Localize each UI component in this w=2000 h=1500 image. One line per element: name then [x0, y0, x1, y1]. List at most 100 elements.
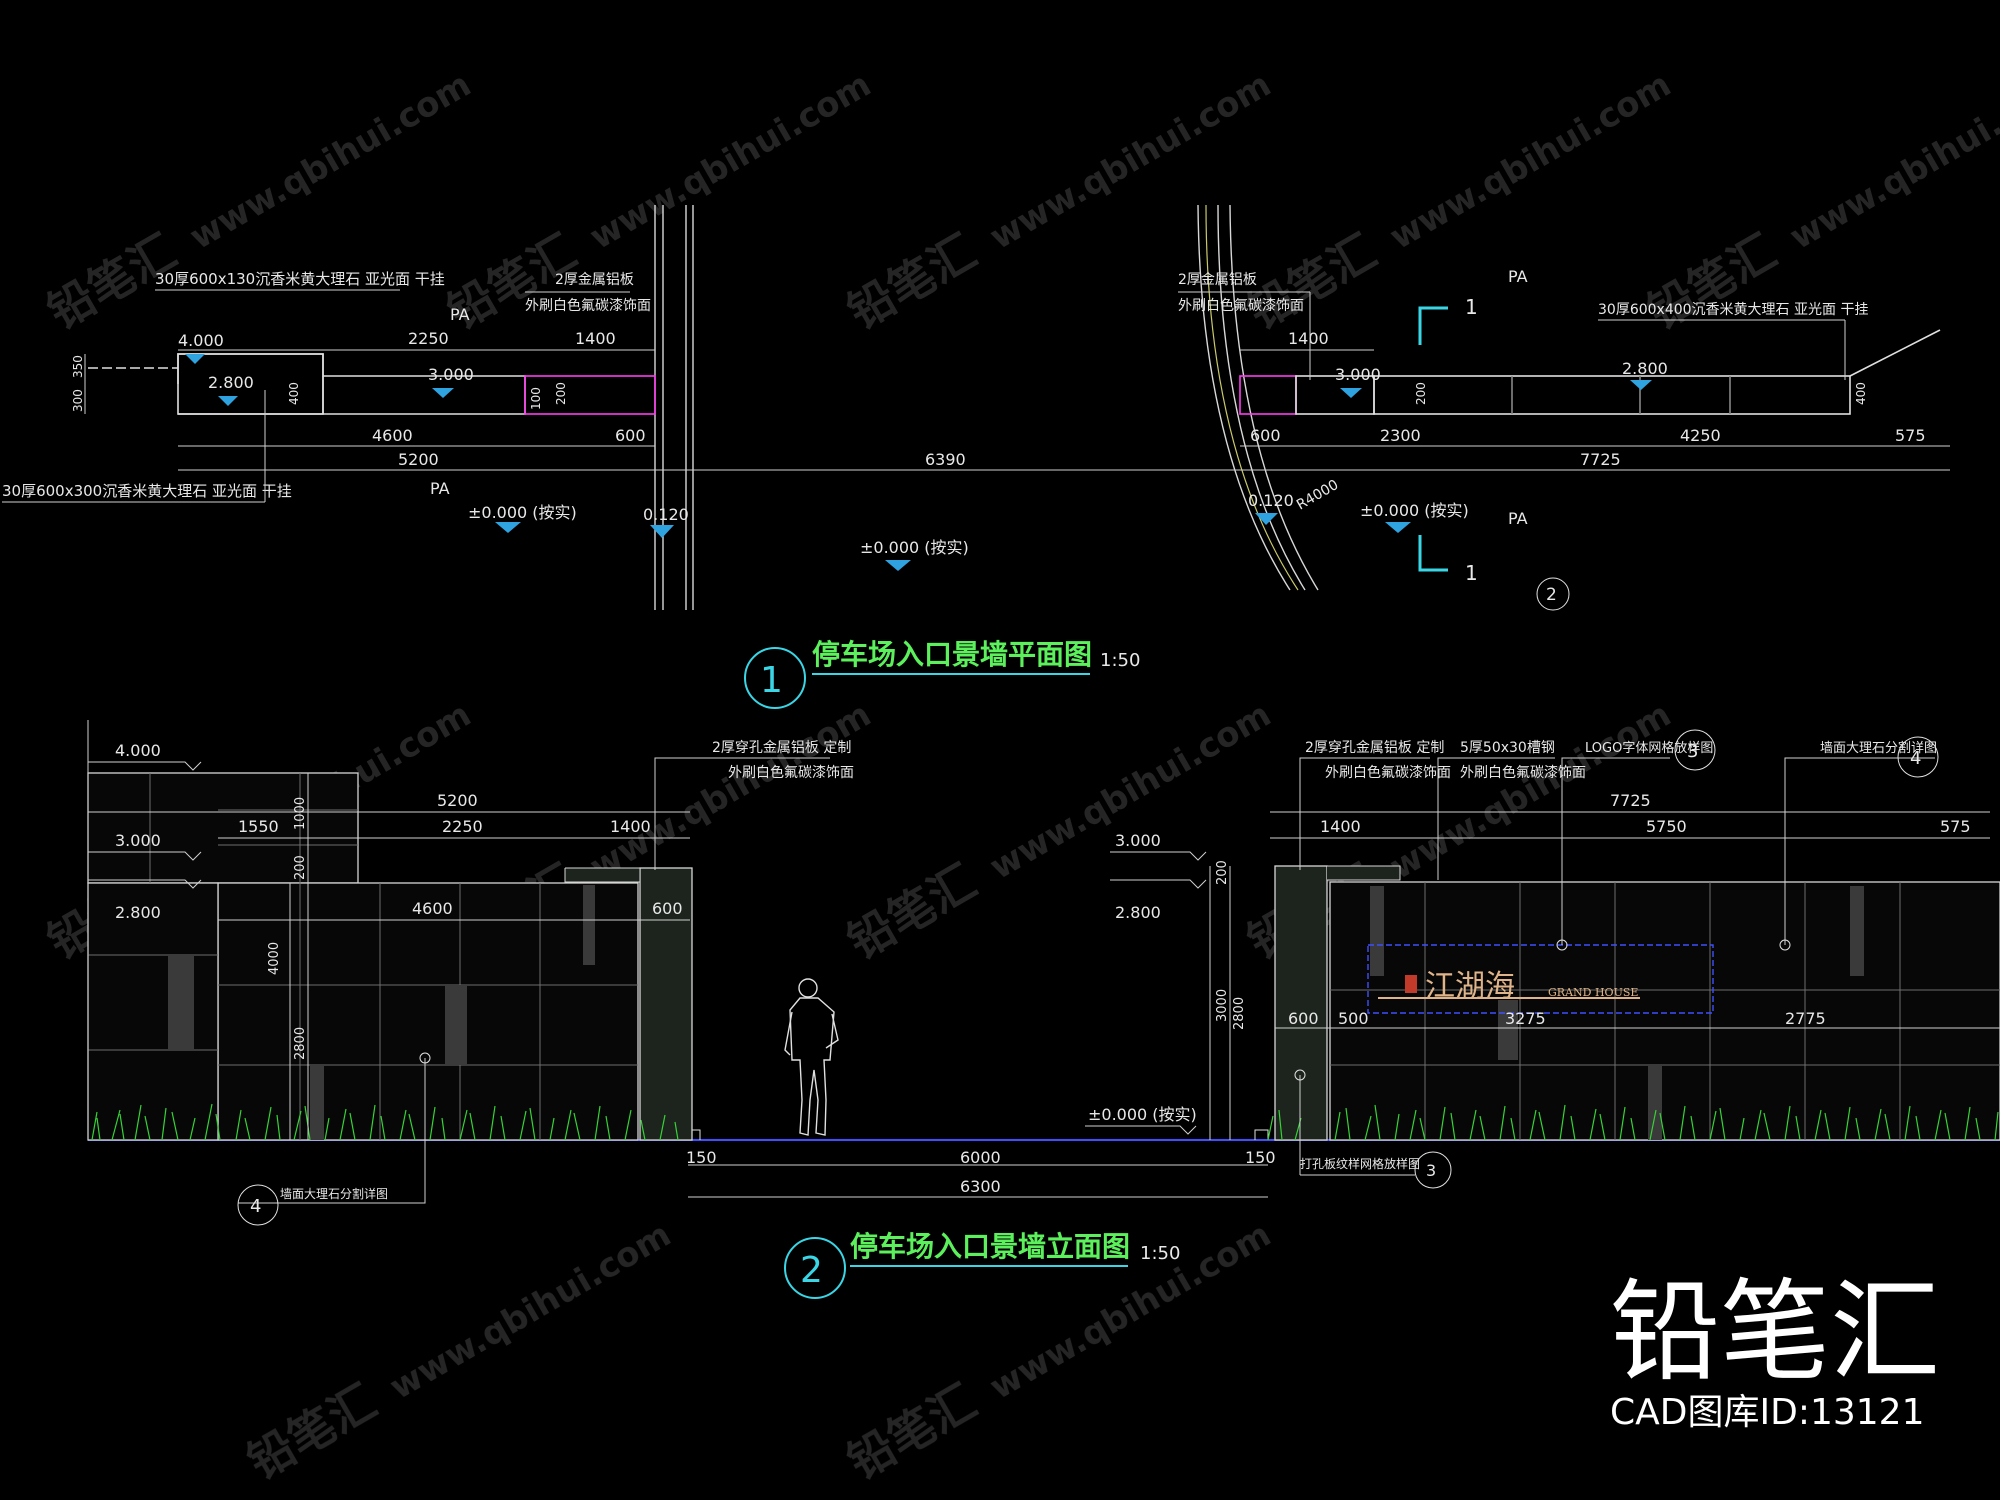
- edim-2775: 2775: [1785, 1009, 1826, 1028]
- elev-level-3000: 3.000: [115, 831, 161, 850]
- eref-3-top: 3: [1687, 741, 1698, 762]
- enote-stone-right: 墙面大理石分割详图: [1820, 740, 1937, 756]
- dim-200: 200: [554, 382, 568, 405]
- elev-2800: 2.800: [208, 373, 254, 392]
- dim-300: 300: [71, 389, 85, 412]
- dim-350: 350: [71, 355, 85, 378]
- watermark-site: www.qbihui.com: [983, 65, 1278, 258]
- watermark-site: www.qbihui.com: [1783, 65, 2000, 258]
- elevation-scale: 1:50: [1140, 1243, 1180, 1264]
- plan-title: 停车场入口景墙平面图: [812, 638, 1092, 671]
- note-aluminum-left-2: 外刷白色氟碳漆饰面: [525, 297, 651, 314]
- elev-4000: 4.000: [178, 331, 224, 350]
- logo-sign: 江湖海 GRAND HOUSE: [1367, 944, 1714, 1014]
- elev-level-2800-right: 2.800: [1115, 903, 1161, 922]
- elev-level-2800: 2.800: [115, 903, 161, 922]
- eref-3-bottom: 3: [1426, 1161, 1436, 1180]
- edim-7725: 7725: [1610, 791, 1651, 810]
- left-wall-hatch: [168, 885, 595, 1140]
- edim-1400-right: 1400: [1320, 817, 1361, 836]
- edim-600-right: 600: [1288, 1009, 1319, 1028]
- dim-2300: 2300: [1380, 426, 1421, 445]
- edim-2800: 2800: [293, 1027, 308, 1060]
- elev-level-4000: 4.000: [115, 741, 161, 760]
- footer-brand: 铅笔汇: [1610, 1268, 1940, 1396]
- detail-ref-2: 2: [1546, 585, 1557, 605]
- elevation-notes: 2厚穿孔金属铝板 定制 外刷白色氟碳漆饰面 2厚穿孔金属铝板 定制 外刷白色氟碳…: [237, 729, 1939, 1226]
- elev-3000-right: 3.000: [1335, 365, 1381, 384]
- enote-channel-1: 5厚50x30槽钢: [1460, 740, 1555, 756]
- section-cut-marks: [1418, 306, 1448, 572]
- enote-stone-left: 墙面大理石分割详图: [280, 1186, 388, 1201]
- edim-200-right: 200: [1215, 860, 1230, 885]
- section-mark-bottom: 1: [1465, 561, 1478, 585]
- edim-600: 600: [652, 899, 683, 918]
- plan-wall-left: [88, 353, 656, 415]
- edim-6300: 6300: [960, 1177, 1001, 1196]
- note-marble-400: 30厚600x400沉香米黄大理石 亚光面 干挂: [1598, 301, 1868, 318]
- plan-notes: 30厚600x130沉香米黄大理石 亚光面 干挂 2厚金属铝板 外刷白色氟碳漆饰…: [2, 270, 1868, 503]
- dim-200-right: 200: [1414, 382, 1428, 405]
- person-figure: [784, 978, 839, 1136]
- footer-id: CAD图库ID:13121: [1610, 1392, 1924, 1433]
- edim-150-right: 150: [1245, 1148, 1276, 1167]
- watermark-site: www.qbihui.com: [1383, 65, 1678, 258]
- elev-0120-left: 0.120: [643, 505, 689, 524]
- edim-3000: 3000: [1215, 989, 1230, 1022]
- pa-label-2: PA: [430, 479, 450, 498]
- enote-perforated-left-1: 2厚穿孔金属铝板 定制: [712, 740, 851, 756]
- note-marble-130: 30厚600x130沉香米黄大理石 亚光面 干挂: [155, 270, 445, 288]
- eref-4-top: 4: [1910, 748, 1921, 769]
- watermark-brand: 铅笔汇: [839, 854, 986, 970]
- plan-index: 1: [760, 660, 783, 701]
- dim-575: 575: [1895, 426, 1926, 445]
- dim-2250: 2250: [408, 329, 449, 348]
- elev-0-right: ±0.000 (按实): [1360, 501, 1469, 520]
- note-marble-300: 30厚600x300沉香米黄大理石 亚光面 干挂: [2, 482, 292, 500]
- enote-perforated-right-1: 2厚穿孔金属铝板 定制: [1305, 740, 1444, 756]
- pa-label-4: PA: [1508, 509, 1528, 528]
- right-wall-joints: [1330, 882, 2000, 1140]
- elev-level-0: ±0.000 (按实): [1088, 1105, 1197, 1124]
- edim-2800-right: 2800: [1232, 997, 1247, 1030]
- note-aluminum-right-2: 外刷白色氟碳漆饰面: [1178, 297, 1304, 314]
- plan-elevation-marks: 4.000 2.800 3.000 ±0.000 (按实) 0.120 ±0.0…: [178, 267, 1668, 571]
- elevation-index: 2: [800, 1250, 823, 1291]
- dim-400: 400: [287, 382, 301, 405]
- dim-4600: 4600: [372, 426, 413, 445]
- edim-5750: 5750: [1646, 817, 1687, 836]
- pa-label-3: PA: [1508, 267, 1528, 286]
- radius-arc: [1205, 204, 1299, 591]
- elev-0-center: ±0.000 (按实): [860, 538, 969, 557]
- dim-4250: 4250: [1680, 426, 1721, 445]
- edim-3275: 3275: [1505, 1009, 1546, 1028]
- edim-5200: 5200: [437, 791, 478, 810]
- watermark-brand: 铅笔汇: [839, 224, 986, 340]
- elevation-title: 停车场入口景墙立面图: [850, 1230, 1130, 1263]
- elev-level-3000-right: 3.000: [1115, 831, 1161, 850]
- section-mark-top: 1: [1465, 295, 1478, 319]
- plan-dimensions: [84, 349, 1950, 471]
- elevation-title-block: 2 停车场入口景墙立面图 1:50: [784, 1230, 1180, 1299]
- watermark-site: www.qbihui.com: [583, 65, 878, 258]
- note-aluminum-right-1: 2厚金属铝板: [1178, 272, 1257, 288]
- dim-600: 600: [615, 426, 646, 445]
- edim-500: 500: [1338, 1009, 1369, 1028]
- plan-wall-right: [1239, 329, 1941, 415]
- enote-logo-grid: LOGO字体网格放样图: [1585, 740, 1713, 756]
- elev-3000: 3.000: [428, 365, 474, 384]
- edim-200: 200: [293, 855, 308, 880]
- note-aluminum-left-1: 2厚金属铝板: [555, 272, 634, 288]
- dim-100: 100: [529, 387, 543, 410]
- road-lines: [654, 204, 1319, 610]
- plan-scale: 1:50: [1100, 650, 1140, 671]
- watermark-brand: 铅笔汇: [239, 1374, 386, 1490]
- edim-4000: 4000: [267, 942, 282, 975]
- elev-0120-right: 0.120: [1248, 491, 1294, 510]
- dim-7725: 7725: [1580, 450, 1621, 469]
- elevation-level-marks: 4.000 3.000 2.800 3.000 2.800 ±0.000 (按实…: [88, 741, 1207, 1135]
- right-wall-hatch: [1370, 886, 1864, 1140]
- eref-4-bottom: 4: [250, 1196, 261, 1217]
- plan-dim-labels: 2250 1400 4600 600 5200 6390 1400 600 23…: [71, 329, 1926, 469]
